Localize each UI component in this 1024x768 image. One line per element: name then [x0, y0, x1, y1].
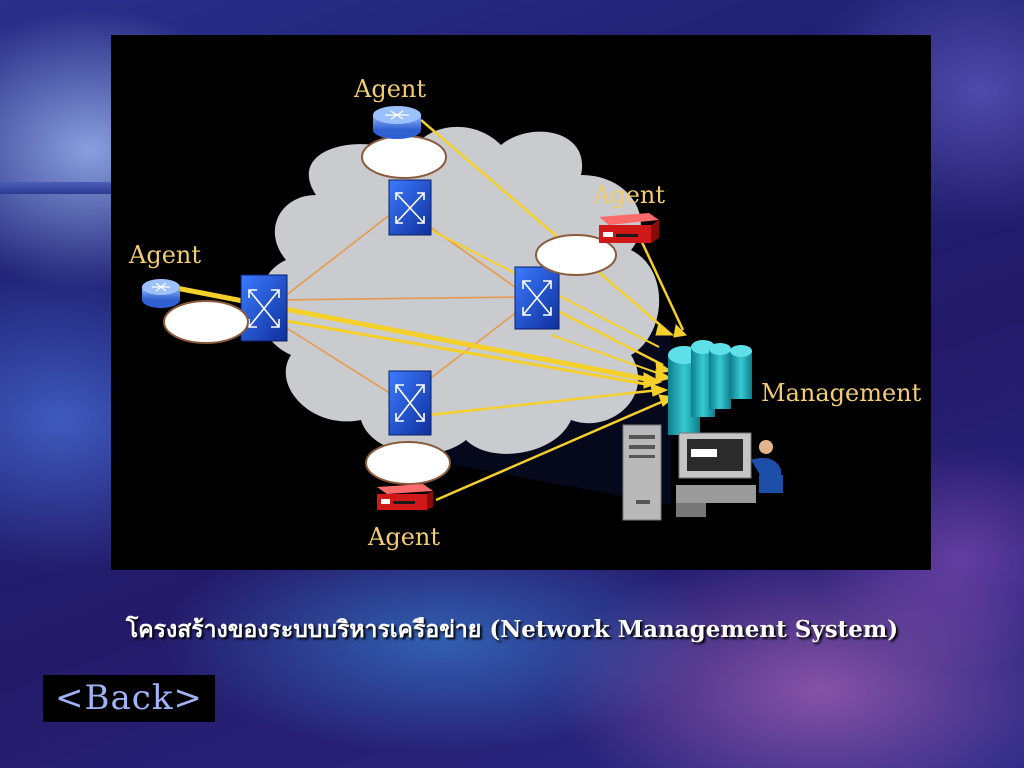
network-cloud	[258, 126, 660, 454]
mib-ellipses	[163, 135, 617, 485]
agent-bottom-label: Agent	[367, 523, 440, 551]
slide-caption: โครงสร้างของระบบบริหารเครือข่าย (Network…	[125, 616, 899, 643]
decorative-bar	[0, 182, 112, 194]
red-agent-bottom	[377, 484, 433, 510]
network-management-diagram: Agent Agent Agent Agent Management	[111, 35, 931, 570]
agent-right-label: Agent	[592, 181, 665, 209]
switch-right	[514, 266, 560, 330]
agent-left-label: Agent	[128, 241, 201, 269]
back-button[interactable]: <Back>	[43, 675, 215, 722]
agent-top-label: Agent	[353, 75, 426, 103]
management-database	[668, 340, 752, 435]
router-left	[142, 279, 180, 308]
router-top	[373, 106, 421, 139]
switch-top	[388, 179, 432, 236]
switch-bottom	[388, 370, 432, 436]
red-agent-right	[599, 213, 659, 243]
management-label: Management	[761, 379, 922, 407]
management-workstation	[622, 424, 783, 521]
switch-left	[240, 274, 288, 342]
management-arrows	[170, 119, 688, 502]
